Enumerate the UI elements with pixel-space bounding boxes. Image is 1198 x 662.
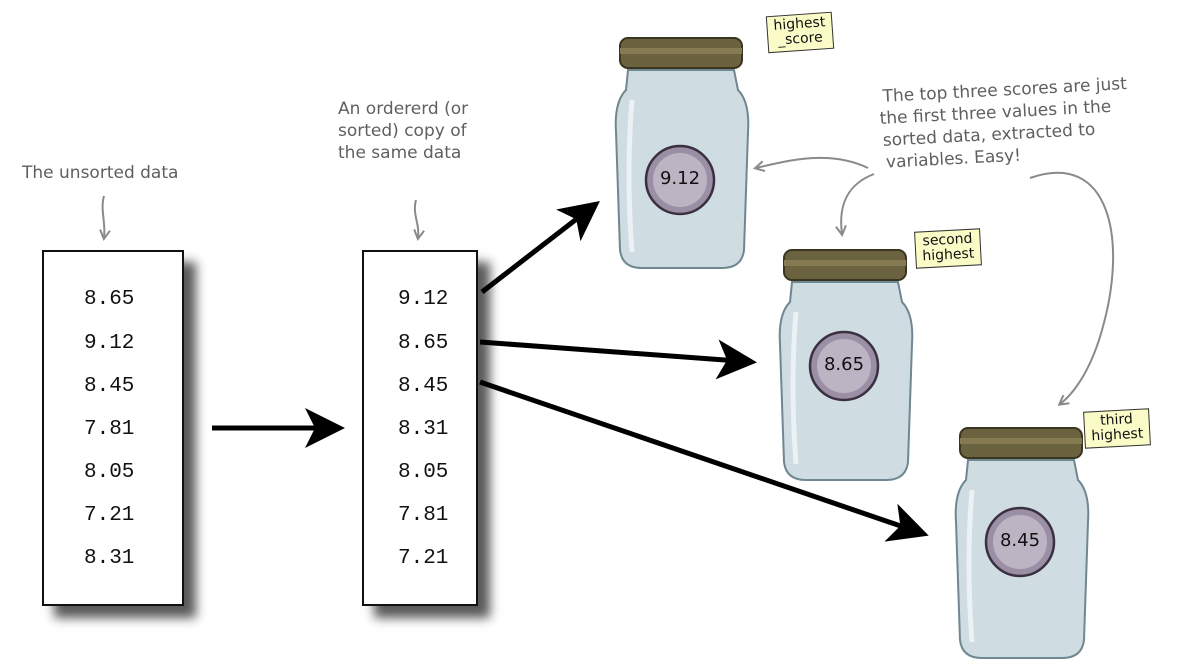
unsorted-label-arrow [103,195,105,238]
unsorted-value: 8.45 [84,375,135,398]
note-arrow-to-jar-3 [1029,171,1115,404]
unsorted-value: 8.65 [84,288,135,311]
tag-line: highest [1090,425,1144,445]
sorted-data-box [362,250,478,606]
jar-tag-second-highest: second highest [914,228,982,269]
jar-highest-score: 9.12 [614,22,754,272]
jar-icon [614,37,750,269]
unsorted-data-label: The unsorted data [22,163,179,183]
jar-tag-third-highest: third highest [1083,408,1151,449]
sorted-label-line: An ordererd (or [338,99,469,119]
sorted-value: 7.21 [398,547,449,570]
jar-icon [778,249,914,481]
sorted-value: 8.05 [398,461,449,484]
jar-icon [954,427,1090,659]
sorted-value: 9.12 [398,288,449,311]
jar-value: 8.45 [999,530,1041,551]
unsorted-data-box [42,250,184,606]
jar-second-highest: 8.65 [778,234,918,484]
jar-value: 9.12 [659,168,701,189]
tag-line: _score [777,29,824,49]
jar-tag-highest-score: highest _score [765,11,835,54]
jar-third-highest: 8.45 [954,412,1094,662]
tag-line: highest [921,245,975,265]
sorted-label-line: the same data [338,143,462,163]
unsorted-value: 8.31 [84,547,135,570]
unsorted-value: 8.05 [84,461,135,484]
sorted-value: 8.65 [398,332,449,355]
extract-arrow-1 [480,200,600,294]
sorted-data-label: An ordererd (or sorted) copy of the same… [338,98,468,164]
note-arrow-to-jar-2 [841,173,875,234]
sorted-value: 8.31 [398,418,449,441]
sorted-label-line: sorted) copy of [338,121,467,141]
extract-arrow-3 [479,379,929,542]
sorted-value: 8.45 [398,375,449,398]
unsorted-value: 9.12 [84,332,135,355]
unsorted-value: 7.21 [84,504,135,527]
extract-arrow-2 [479,339,757,380]
jar-value: 8.65 [823,354,865,375]
note-arrow-to-jar-1 [756,156,869,168]
top-three-note: The top three scores are just the first … [878,73,1131,174]
unsorted-value: 7.81 [84,418,135,441]
sorted-label-arrow [415,199,418,238]
sorted-value: 7.81 [398,504,449,527]
